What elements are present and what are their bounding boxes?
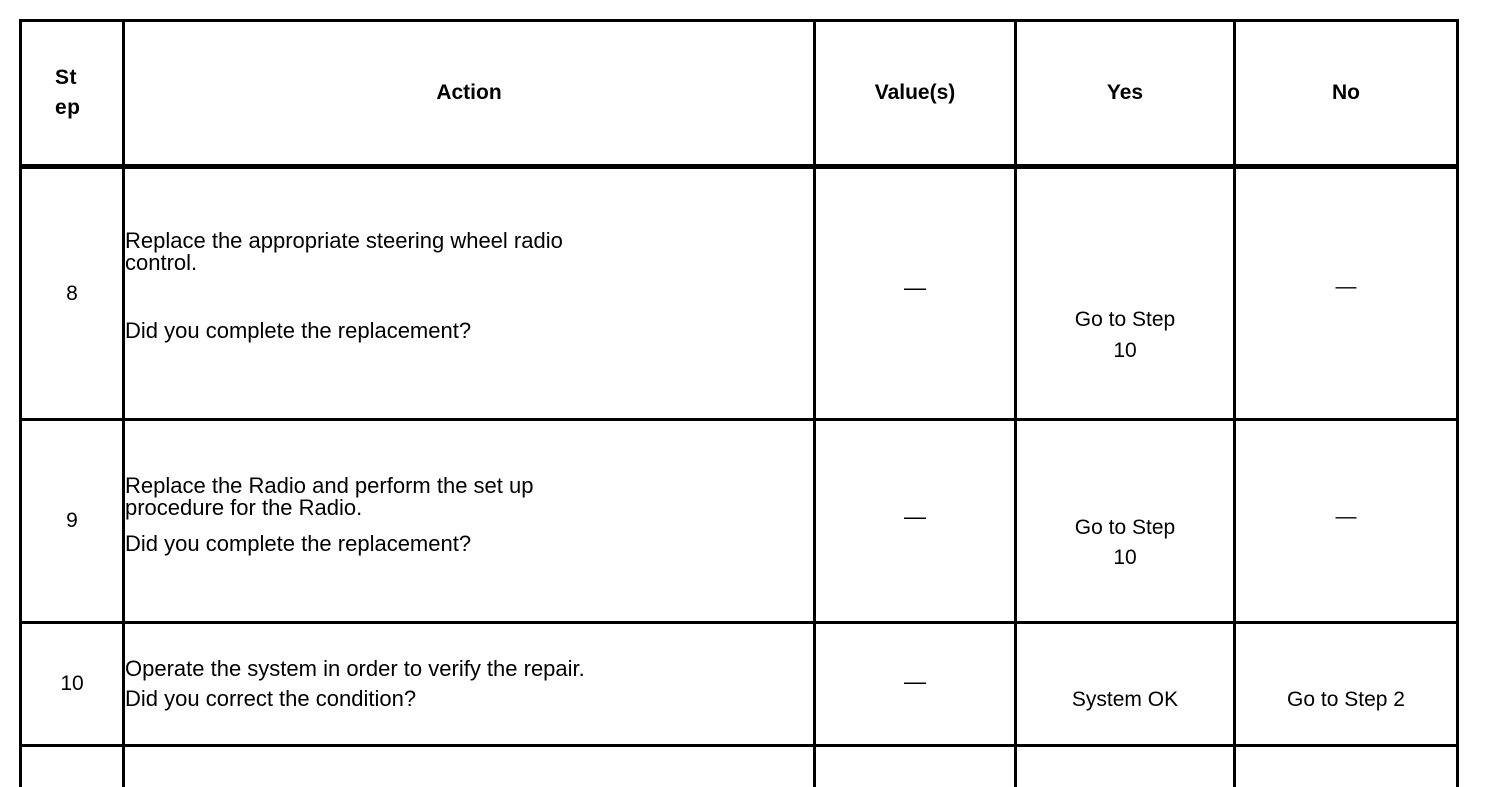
branch-line: System OK: [1017, 685, 1233, 715]
column-header-step-label: Step: [55, 63, 89, 124]
branch-text: Go to Step 10: [1017, 513, 1233, 574]
table-header-row: Step Action Value(s) Yes No: [21, 21, 1458, 167]
column-header-no: No: [1235, 21, 1458, 167]
cell-values: —: [815, 167, 1016, 420]
cell-no-branch: —: [1235, 420, 1458, 623]
cell-yes-branch: Go to Step 10: [1016, 167, 1235, 420]
action-question: Did you complete the replacement?: [125, 533, 813, 555]
value-dash: —: [904, 504, 926, 529]
branch-text: System OK: [1017, 685, 1233, 715]
action-question: Did you correct the condition?: [125, 688, 813, 710]
cell-values: —: [815, 623, 1016, 746]
branch-line: 10: [1017, 543, 1233, 573]
table-row-clipped: [21, 746, 1458, 787]
no-dash: —: [1336, 505, 1357, 528]
column-header-action: Action: [124, 21, 815, 167]
cell-no-branch: Go to Step 2: [1235, 623, 1458, 746]
cell-no-branch: —: [1235, 167, 1458, 420]
cell-no-branch: [1235, 746, 1458, 787]
action-line: control.: [125, 252, 813, 274]
column-header-yes: Yes: [1016, 21, 1235, 167]
cell-action: Operate the system in order to verify th…: [124, 623, 815, 746]
action-block: Operate the system in order to verify th…: [125, 658, 813, 710]
action-question: Did you complete the replacement?: [125, 320, 813, 342]
cell-values: [815, 746, 1016, 787]
cell-step-number: 10: [21, 623, 124, 746]
cell-values: —: [815, 420, 1016, 623]
branch-line: Go to Step: [1017, 305, 1233, 335]
cell-step-number: [21, 746, 124, 787]
cell-yes-branch: System OK: [1016, 623, 1235, 746]
table-row: 8 Replace the appropriate steering wheel…: [21, 167, 1458, 420]
action-spacer: [125, 274, 813, 320]
branch-line: Go to Step 2: [1236, 685, 1456, 715]
action-line: Replace the appropriate steering wheel r…: [125, 230, 813, 252]
value-dash: —: [904, 275, 926, 300]
column-header-step: Step: [21, 21, 124, 167]
cell-yes-branch: [1016, 746, 1235, 787]
branch-line: 10: [1017, 336, 1233, 366]
cell-action: [124, 746, 815, 787]
action-block: Replace the appropriate steering wheel r…: [125, 230, 813, 342]
cell-yes-branch: Go to Step 10: [1016, 420, 1235, 623]
cell-step-number: 9: [21, 420, 124, 623]
action-block: Replace the Radio and perform the set up…: [125, 475, 813, 555]
branch-text: Go to Step 2: [1236, 685, 1456, 715]
cell-step-number: 8: [21, 167, 124, 420]
action-line: procedure for the Radio.: [125, 497, 813, 519]
branch-line: Go to Step: [1017, 513, 1233, 543]
page-root: Step Action Value(s) Yes No 8 Replace th…: [0, 0, 1504, 768]
branch-text: Go to Step 10: [1017, 305, 1233, 366]
table-row: 10 Operate the system in order to verify…: [21, 623, 1458, 746]
cell-action: Replace the appropriate steering wheel r…: [124, 167, 815, 420]
value-dash: —: [904, 669, 926, 694]
table-row: 9 Replace the Radio and perform the set …: [21, 420, 1458, 623]
diagnostic-step-table: Step Action Value(s) Yes No 8 Replace th…: [19, 19, 1459, 787]
action-line: Operate the system in order to verify th…: [125, 658, 813, 680]
cell-action: Replace the Radio and perform the set up…: [124, 420, 815, 623]
action-line: Replace the Radio and perform the set up: [125, 475, 813, 497]
column-header-values: Value(s): [815, 21, 1016, 167]
no-dash: —: [1336, 275, 1357, 298]
